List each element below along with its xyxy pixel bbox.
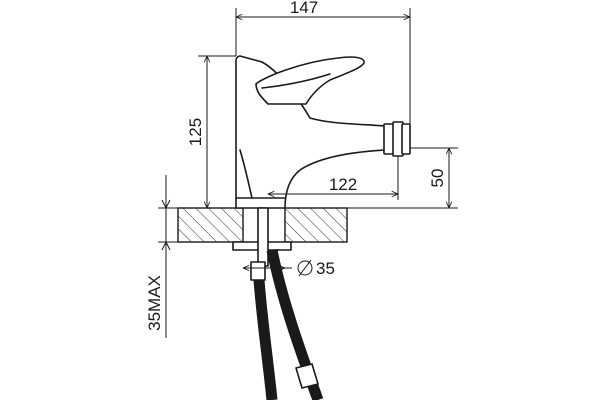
dimension-label-147: 147 (290, 0, 318, 17)
lever-handle (255, 56, 365, 105)
supply-hoses (253, 248, 324, 400)
supply-hose-left-braid (254, 279, 277, 400)
bidet-outlet (383, 121, 411, 157)
dimension-overall-width: 147 (236, 0, 410, 124)
dimension-label-35: 35 (316, 259, 335, 278)
diameter-symbol-icon-stroke (298, 259, 312, 277)
dimension-label-125: 125 (186, 118, 205, 146)
lever-handle-outline (255, 56, 365, 105)
arrow-head (161, 240, 171, 251)
arrow-head (161, 199, 171, 210)
faucet-body-contour (239, 149, 253, 199)
dimension-counter-thickness: 35MAX (145, 175, 178, 338)
dimension-label-50: 50 (428, 169, 447, 188)
countertop (177, 207, 348, 243)
hose-end-fitting (295, 363, 319, 389)
lever-handle-detail (261, 73, 331, 89)
hose-nut (250, 261, 266, 281)
dimension-label-122: 122 (329, 175, 357, 194)
countertop-left-section (177, 207, 244, 243)
outlet-ring-3 (401, 123, 411, 155)
diameter-symbol-icon (297, 260, 313, 276)
threaded-stud (257, 207, 269, 267)
dimension-height: 125 (186, 56, 236, 208)
dimension-outlet-height: 50 (347, 148, 458, 208)
dimension-spout-reach: 122 (268, 156, 398, 200)
dimension-hole-diameter: 35 (243, 259, 335, 278)
dimension-label-35max: 35MAX (145, 275, 164, 331)
countertop-right-section (284, 207, 348, 243)
